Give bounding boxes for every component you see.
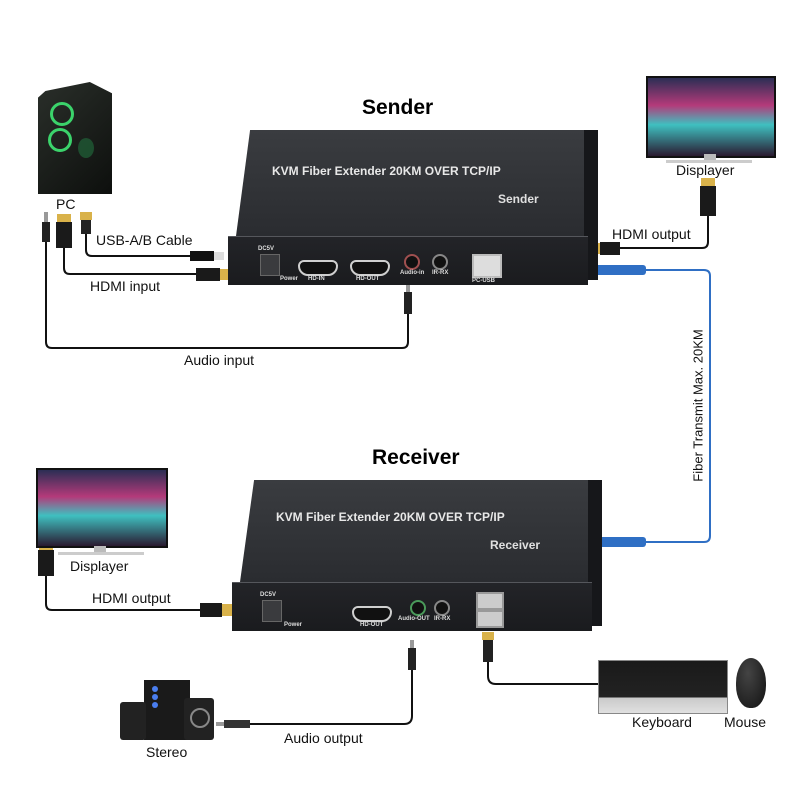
- audio-in-label: Audio-in: [400, 270, 425, 276]
- monitor-base: [666, 160, 752, 163]
- audio-output-cable: [250, 670, 413, 725]
- usb-ab-cable: [85, 232, 190, 257]
- audio-input-cable: [45, 240, 409, 349]
- usb-keyboard-cable: [487, 660, 598, 685]
- usb-port-2[interactable]: [476, 610, 504, 628]
- stereo-icon: [120, 680, 218, 742]
- pc-usb-port[interactable]: [472, 254, 502, 278]
- audio-connector-stereo: [216, 720, 250, 728]
- ir-rx-port[interactable]: [432, 254, 448, 270]
- usb-ab-cable-label: USB-A/B Cable: [96, 232, 193, 248]
- audio-connector-pc: [42, 212, 50, 242]
- hdmi-connector-pc: [56, 214, 72, 248]
- receiver-title: Receiver: [372, 446, 460, 469]
- audio-out-port[interactable]: [410, 600, 426, 616]
- power-label: Power: [280, 276, 299, 282]
- audio-output-label: Audio output: [284, 730, 363, 746]
- hdmi-output-top-label: HDMI output: [612, 226, 691, 242]
- monitor-stand: [704, 154, 716, 162]
- hdmi-output-bottom-cable: [45, 572, 200, 611]
- ir-rx-label: IR-RX: [434, 616, 451, 622]
- audio-connector-receiver-out: [408, 640, 416, 670]
- displayer-top-icon: [646, 76, 776, 158]
- sender-title: Sender: [362, 96, 434, 119]
- hd-out-port[interactable]: [352, 606, 392, 622]
- audio-input-label: Audio input: [184, 352, 255, 368]
- fiber-label: Fiber Transmit Max. 20KM: [690, 329, 706, 482]
- hdmi-connector-sender-in: [196, 268, 230, 281]
- dc5v-port[interactable]: [260, 254, 280, 276]
- hd-out-label: HD-OUT: [360, 622, 384, 628]
- pc-tower-icon: [38, 82, 112, 194]
- monitor-base: [58, 552, 144, 555]
- fiber-cable: [646, 269, 711, 543]
- ir-rx-label: IR-RX: [432, 270, 449, 276]
- keyboard-label: Keyboard: [632, 714, 692, 730]
- hdmi-output-bottom-label: HDMI output: [92, 590, 171, 606]
- hdmi-output-top-cable: [618, 216, 709, 249]
- usb-connector-receiver: [482, 632, 494, 662]
- stereo-label: Stereo: [146, 744, 188, 760]
- receiver-role-label: Receiver: [490, 538, 541, 552]
- hd-in-port[interactable]: [298, 260, 338, 276]
- displayer-bottom-label: Displayer: [70, 558, 129, 574]
- audio-out-label: Audio-OUT: [398, 616, 430, 622]
- audio-connector-sender-in: [404, 284, 412, 314]
- usb-port-1[interactable]: [476, 592, 504, 610]
- sender-role-label: Sender: [498, 192, 539, 206]
- mouse-label: Mouse: [724, 714, 767, 730]
- hd-in-label: HD-IN: [308, 276, 325, 282]
- ir-rx-port[interactable]: [434, 600, 450, 616]
- hdmi-connector-displayer-top: [700, 178, 716, 216]
- hdmi-input-cable: [63, 248, 196, 275]
- hd-out-label: HD-OUT: [356, 276, 380, 282]
- receiver-device: KVM Fiber Extender 20KM OVER TCP/IP Rece…: [232, 480, 608, 640]
- hd-out-port[interactable]: [350, 260, 390, 276]
- sender-device: KVM Fiber Extender 20KM OVER TCP/IP Send…: [228, 130, 604, 290]
- audio-in-port[interactable]: [404, 254, 420, 270]
- monitor-stand: [94, 546, 106, 554]
- displayer-bottom-icon: [36, 468, 168, 548]
- sender-product-label: KVM Fiber Extender 20KM OVER TCP/IP: [272, 164, 501, 178]
- hdmi-connector-receiver-out: [200, 603, 232, 617]
- fiber-connector-receiver: [594, 537, 646, 547]
- hdmi-input-label: HDMI input: [90, 278, 161, 294]
- mouse-icon: [736, 658, 766, 708]
- usb-connector-pc: [80, 212, 92, 234]
- usb-b-connector-sender: [190, 251, 224, 261]
- pc-label: PC: [56, 196, 76, 212]
- dc5v-label: DC5V: [258, 246, 275, 252]
- receiver-product-label: KVM Fiber Extender 20KM OVER TCP/IP: [276, 510, 505, 524]
- displayer-top-label: Displayer: [676, 162, 735, 178]
- power-label: Power: [284, 622, 303, 628]
- dc5v-label: DC5V: [260, 592, 277, 598]
- keyboard-icon: [598, 660, 728, 714]
- fiber-connector-sender: [594, 265, 646, 275]
- dc5v-port[interactable]: [262, 600, 282, 622]
- pc-usb-label: PC-USB: [472, 278, 496, 284]
